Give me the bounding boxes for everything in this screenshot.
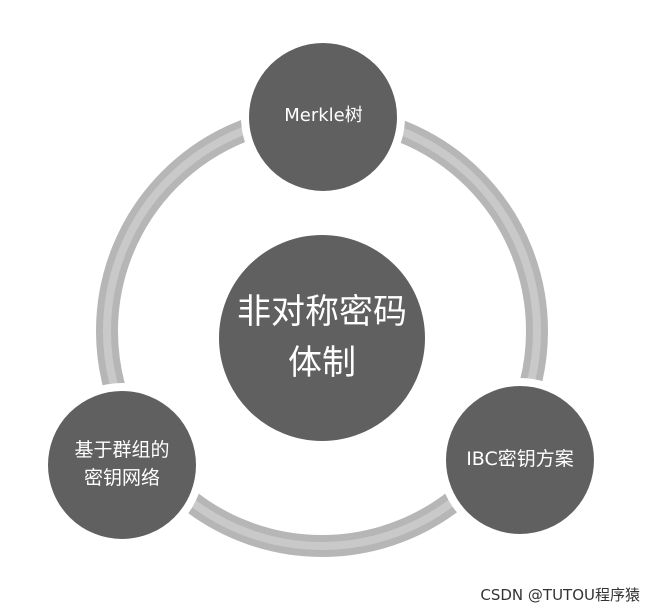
watermark-text: CSDN @TUTOU程序猿 [480,586,640,604]
node-label-group-key-network: 基于群组的密钥网络 [74,439,170,489]
node-circle-left [40,383,204,547]
node-label-ibc-key-scheme: IBC密钥方案 [466,448,574,471]
node-circle-top [241,35,405,199]
node-label-merkle-tree: Merkle树 [284,104,363,126]
center-label: 非对称密码体制 [237,292,407,383]
node-circle-right [438,378,602,542]
center-circle [213,229,431,447]
